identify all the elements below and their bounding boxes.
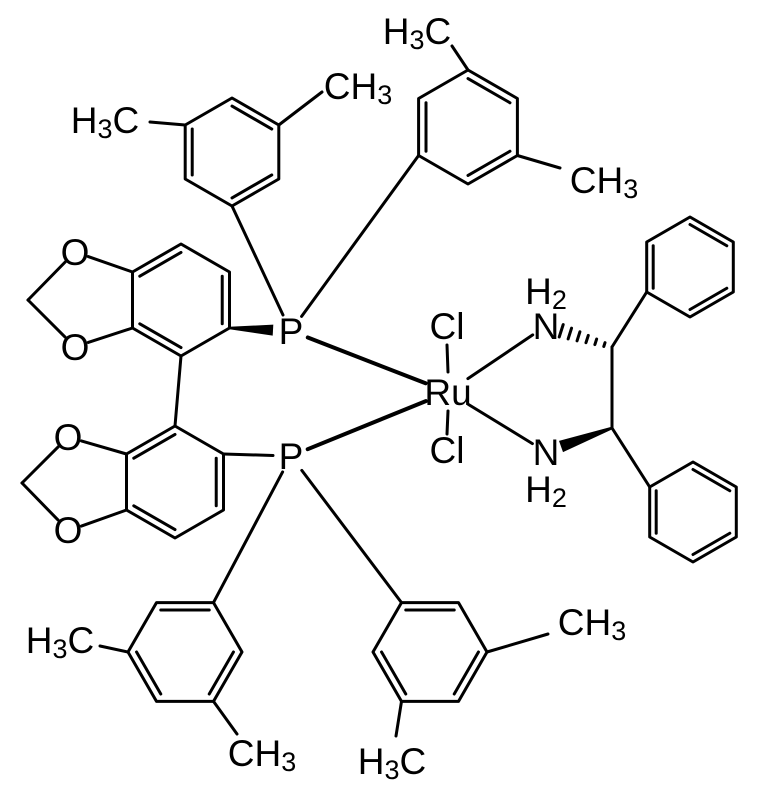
double-bond-inner [132, 432, 177, 460]
ring-xylyl-top-left [183, 96, 281, 208]
atom-methyl-topleft-ring-right: CH3 [324, 66, 393, 111]
ring-xylyl-top-middle [417, 68, 519, 186]
bond [485, 632, 550, 654]
bond [98, 644, 130, 654]
atom-o-dioxole-top-1: O [61, 232, 90, 273]
bond [305, 399, 428, 452]
bond [466, 333, 535, 381]
bond [300, 154, 421, 318]
hash-bond [575, 330, 582, 343]
double-bond-inner [688, 286, 729, 311]
double-bond-inner [466, 77, 512, 105]
bond [20, 481, 60, 522]
double-bond-inner [138, 322, 183, 350]
ring-xylyl-bottom-left [126, 601, 244, 703]
bond [86, 255, 134, 274]
double-bond-inner [380, 650, 408, 696]
bond [445, 343, 450, 374]
bond [86, 326, 134, 344]
atom-n-top: N [533, 306, 560, 347]
double-bond-inner [230, 173, 274, 200]
bond [79, 508, 128, 528]
bond [467, 403, 534, 446]
atom-cl-top: Cl [430, 306, 465, 347]
atom-methyl-topmiddle-ring-top: H3C [383, 11, 452, 56]
double-bond-inner [688, 223, 729, 248]
hash-bond [584, 333, 590, 345]
ring-xylyl-bottom-middle [371, 601, 489, 703]
hash-bond [593, 337, 599, 347]
bond [230, 204, 285, 317]
atom-cl-bottom: Cl [430, 430, 465, 471]
bond [610, 290, 649, 349]
bond [277, 90, 324, 127]
bond [148, 120, 187, 127]
bond [300, 468, 403, 605]
atom-p-bottom: P [279, 436, 304, 477]
hash-bond [566, 326, 574, 341]
atom-nh2-top: H2 [525, 271, 567, 316]
bond [305, 335, 428, 386]
atom-n-bottom: N [533, 432, 560, 473]
wedge-bond [559, 426, 613, 453]
bond [515, 154, 562, 170]
bond [79, 439, 128, 456]
double-bond-inner [207, 650, 235, 696]
atom-methyl-topleft-ring-left: H3C [71, 100, 140, 145]
atom-o-dioxole-top-2: O [61, 327, 90, 368]
double-bond-inner [135, 650, 163, 696]
double-bond-inner [230, 104, 274, 131]
atom-methyl-topmiddle-ring-right: CH3 [570, 160, 639, 205]
atom-methyl-bottomleft-ring-left: H3C [26, 620, 95, 665]
bond [445, 409, 450, 436]
bond [26, 260, 67, 302]
ring-benzodioxole-bottom [125, 424, 225, 540]
atom-nh2-bottom: H2 [525, 469, 567, 514]
atom-o-dioxole-bottom-1: O [54, 417, 83, 458]
double-bond-inner [691, 468, 732, 493]
bond [173, 354, 183, 428]
double-bond-inner [691, 531, 732, 556]
atom-p-top: P [279, 311, 304, 352]
bond [222, 452, 275, 457]
hash-bond [602, 341, 607, 349]
bond [450, 44, 470, 72]
atom-ru: Ru [424, 372, 471, 413]
ring-phenyl-bottom-right [648, 460, 738, 564]
bond [610, 426, 652, 489]
ring-phenyl-top-right [645, 215, 735, 319]
atom-o-dioxole-bottom-2: O [54, 510, 83, 551]
wedge-bond [229, 324, 274, 336]
atom-methyl-bottommiddle-ring-right: CH3 [558, 602, 627, 647]
ring-benzodioxole-top [131, 242, 231, 358]
atom-methyl-bottommiddle-ring-bottom: H3C [358, 741, 427, 786]
bond [394, 699, 403, 738]
bond [212, 470, 285, 605]
hash-bond [557, 323, 565, 339]
double-bond-inner [466, 149, 512, 177]
double-bond-inner [138, 250, 183, 278]
atom-methyl-bottomleft-ring-bottom: CH3 [228, 733, 297, 778]
bond [20, 445, 60, 485]
double-bond-inner [452, 650, 480, 696]
double-bond-inner [132, 504, 177, 532]
bond [212, 699, 239, 736]
bond [26, 298, 67, 339]
